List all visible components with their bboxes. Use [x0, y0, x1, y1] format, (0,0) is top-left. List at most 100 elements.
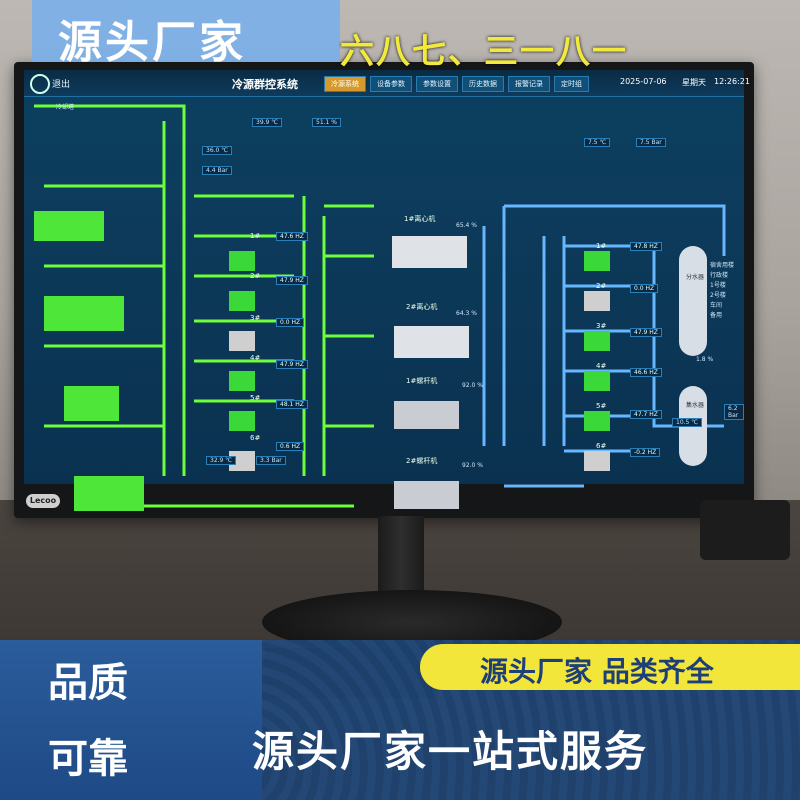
- top-humidity-reading: 51.1 %: [312, 118, 341, 127]
- br-pressure-reading: 6.2 Bar: [724, 404, 744, 420]
- right-pump-hz: 47.7 HZ: [630, 410, 662, 419]
- right-pump-hz: 46.6 HZ: [630, 368, 662, 377]
- right-pump-hz: 47.9 HZ: [630, 328, 662, 337]
- collection-tank-label: 集水器: [686, 402, 705, 409]
- chiller-load: 64.3 %: [456, 310, 477, 317]
- tab-device-params[interactable]: 设备参数: [370, 76, 412, 92]
- right-pump-hz: -0.2 HZ: [630, 448, 661, 457]
- chiller-name: 1#螺杆机: [406, 377, 438, 385]
- right-pump-name: 6#: [596, 442, 607, 450]
- tab-history[interactable]: 历史数据: [462, 76, 504, 92]
- quality-text-line2: 可靠: [48, 736, 128, 782]
- pump: [229, 251, 255, 271]
- top-yellow-text: 六八七、三一八一: [340, 32, 628, 72]
- tab-cooling-system[interactable]: 冷源系统: [324, 76, 366, 92]
- right-pump-name: 2#: [596, 282, 607, 290]
- cooling-tower: [44, 296, 124, 331]
- monitor-stand-neck: [378, 516, 424, 602]
- power-adapter: [700, 500, 790, 560]
- tab-param-settings[interactable]: 参数设置: [416, 76, 458, 92]
- bottom-temp-reading: 32.9 ℃: [206, 456, 237, 465]
- chiller-load: 92.0 %: [462, 382, 483, 389]
- right-temp-reading: 7.5 ℃: [584, 138, 611, 147]
- tab-bar: 冷源系统 设备参数 参数设置 历史数据 报警记录 定时组: [324, 76, 589, 92]
- pump: [584, 411, 610, 431]
- distribution-tank-label: 分水器: [686, 274, 705, 281]
- tank-percent: 1.8 %: [696, 356, 714, 363]
- cooling-towers: [34, 211, 144, 511]
- bottom-pressure-reading: 3.3 Bar: [256, 456, 286, 465]
- plant-diagram: [34, 104, 726, 511]
- pump: [229, 411, 255, 431]
- chiller-name: 2#螺杆机: [406, 457, 438, 465]
- monitor-brand-logo: Lecoo: [26, 494, 60, 508]
- blue-pipes: [482, 204, 726, 488]
- app-logo-icon: [30, 74, 50, 94]
- left-pump-name: 6#: [250, 434, 261, 442]
- tank-outlet: 宿舍用楼: [710, 262, 735, 269]
- monitor: 退出 冷源群控系统 冷源系统 设备参数 参数设置 历史数据 报警记录 定时组 2…: [14, 62, 754, 518]
- yellow-pill-text: 源头厂家 品类齐全: [480, 655, 714, 688]
- chiller: [394, 481, 459, 509]
- left-temp-reading: 36.0 ℃: [202, 146, 233, 155]
- cooling-tower: [74, 476, 144, 511]
- distribution-tank: [679, 246, 707, 356]
- exit-button[interactable]: 退出: [52, 80, 71, 90]
- date-display: 2025-07-06: [620, 77, 667, 86]
- left-pump-name: 4#: [250, 354, 261, 362]
- chiller: [392, 236, 467, 268]
- left-pump-hz: 47.9 HZ: [276, 276, 308, 285]
- chiller: [394, 401, 459, 429]
- tank-outlet: 2号楼: [710, 292, 726, 299]
- pump: [584, 251, 610, 271]
- right-pump-hz: 0.0 HZ: [630, 284, 659, 293]
- pump: [229, 291, 255, 311]
- tank-outlet: 车间: [710, 302, 723, 309]
- app-header: 退出 冷源群控系统 冷源系统 设备参数 参数设置 历史数据 报警记录 定时组 2…: [24, 70, 750, 97]
- left-pumps: [229, 251, 255, 471]
- app-title: 冷源群控系统: [232, 78, 298, 91]
- left-pump-name: 1#: [250, 232, 261, 240]
- top-left-banner: 源头厂家: [32, 0, 340, 68]
- left-pump-name: 2#: [250, 272, 261, 280]
- chiller: [394, 326, 469, 358]
- left-pump-name: 3#: [250, 314, 261, 322]
- pump: [229, 331, 255, 351]
- pump: [584, 331, 610, 351]
- right-pump-name: 4#: [596, 362, 607, 370]
- pump: [584, 371, 610, 391]
- top-temp-reading: 39.9 ℃: [252, 118, 283, 127]
- right-pressure-reading: 7.5 Bar: [636, 138, 666, 147]
- right-pump-hz: 47.8 HZ: [630, 242, 662, 251]
- quality-text-line1: 品质: [48, 660, 128, 706]
- cooling-tower: [64, 386, 119, 421]
- br-temp-reading: 10.5 ℃: [672, 418, 703, 427]
- left-pressure-reading: 4.4 Bar: [202, 166, 232, 175]
- pump: [229, 371, 255, 391]
- right-pump-name: 3#: [596, 322, 607, 330]
- right-pump-name: 5#: [596, 402, 607, 410]
- left-pump-hz: 0.6 HZ: [276, 442, 305, 451]
- left-pump-hz: 48.1 HZ: [276, 400, 308, 409]
- tank-outlet: 1号楼: [710, 282, 726, 289]
- left-pump-name: 5#: [250, 394, 261, 402]
- pump: [584, 451, 610, 471]
- left-pump-hz: 0.0 HZ: [276, 318, 305, 327]
- left-pump-hz: 47.9 HZ: [276, 360, 308, 369]
- chillers: [392, 236, 469, 509]
- top-left-banner-text: 源头厂家: [58, 17, 246, 68]
- left-pump-hz: 47.6 HZ: [276, 232, 308, 241]
- tab-schedule[interactable]: 定时组: [554, 76, 589, 92]
- right-pump-name: 1#: [596, 242, 607, 250]
- chiller-name: 1#离心机: [404, 215, 436, 223]
- quality-box: 品质 可靠: [0, 640, 262, 800]
- bottom-slogan: 源头厂家一站式服务: [252, 727, 649, 776]
- chiller-load: 92.0 %: [462, 462, 483, 469]
- right-pumps: [584, 251, 610, 471]
- tab-alarms[interactable]: 报警记录: [508, 76, 550, 92]
- yellow-pill-banner: 源头厂家 品类齐全: [420, 644, 800, 690]
- tank-outlet: 备用: [710, 312, 723, 319]
- tank-outlet: 行政楼: [710, 272, 729, 279]
- pump: [584, 291, 610, 311]
- cooling-tower: [34, 211, 104, 241]
